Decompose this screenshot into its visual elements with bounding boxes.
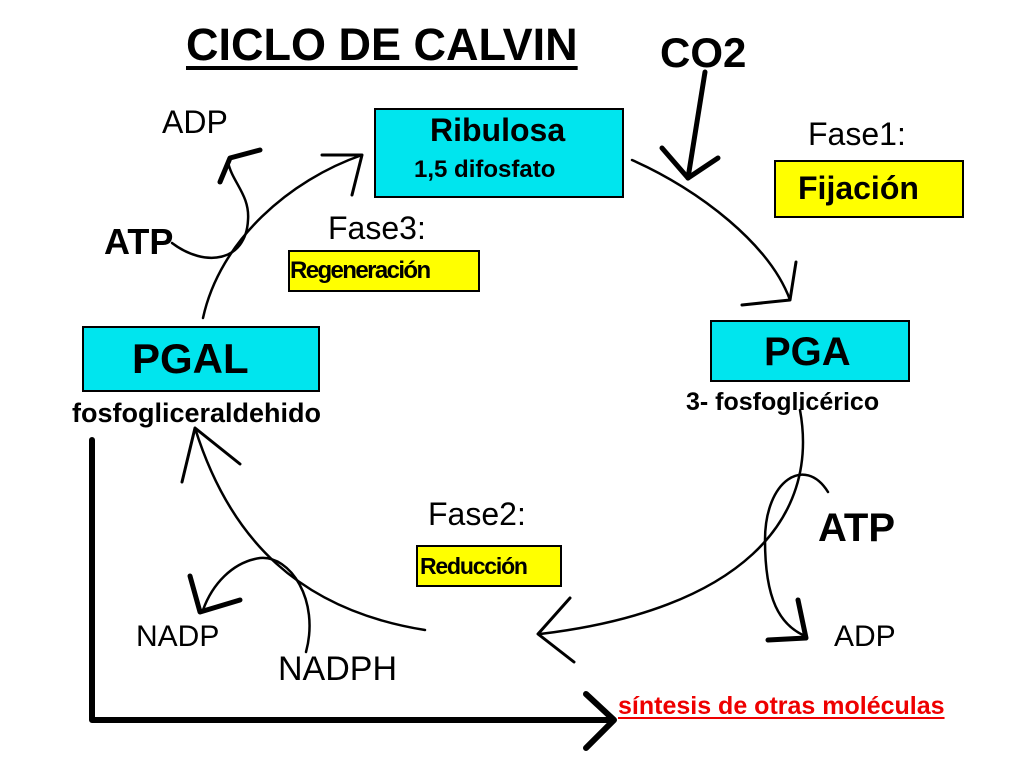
pga-name: PGA [764, 330, 851, 374]
arrow-atp-adp-right [763, 473, 830, 638]
fase3-box: Regeneración [288, 250, 480, 292]
nadp-label: NADP [136, 620, 220, 653]
arrowhead-output [583, 691, 617, 751]
adp-left-label: ADP [162, 104, 228, 140]
fase3-label: Fase3: [328, 210, 426, 246]
atp-right-label: ATP [818, 506, 896, 550]
pga-detail: 3- fosfoglicérico [686, 388, 880, 416]
pgal-detail: fosfogliceraldehido [72, 398, 322, 428]
fase1-label: Fase1: [808, 116, 906, 152]
atp-left-label: ATP [104, 221, 174, 262]
arrowhead-reduccion [536, 596, 576, 664]
arrowhead-pga [740, 260, 798, 307]
arrowhead-pgal [180, 426, 242, 484]
pga-box: PGA [710, 320, 910, 382]
pgal-box: PGAL [82, 326, 320, 392]
arrow-co2-input [685, 69, 708, 181]
fase2-name: Reducción [420, 553, 528, 579]
arrow-output [89, 437, 615, 723]
fase1-box: Fijación [774, 160, 964, 218]
arrowhead-ribulosa [320, 153, 364, 197]
ribulosa-name: Ribulosa [430, 112, 566, 148]
arrow-nadph-nadp [201, 556, 311, 654]
ribulosa-detail: 1,5 difosfato [414, 156, 556, 183]
output-synthesis-label: síntesis de otras moléculas [618, 692, 945, 720]
fase1-name: Fijación [798, 170, 919, 206]
adp-right-label: ADP [834, 620, 896, 653]
nadph-label: NADPH [278, 650, 398, 688]
arrow-ribulosa-to-pga [630, 158, 792, 302]
fase3-name: Regeneración [290, 257, 431, 284]
arrowhead-adp-left [217, 147, 263, 185]
diagram-title: CICLO DE CALVIN [186, 19, 578, 70]
arrow-atp-adp-left [170, 160, 250, 259]
pgal-name: PGAL [132, 335, 249, 382]
arrowhead-adp-right [765, 597, 809, 643]
arrow-pga-to-reduccion [538, 408, 805, 636]
fase2-label: Fase2: [428, 496, 526, 532]
arrowhead-nadp [187, 573, 243, 615]
arrow-reduccion-to-pgal [193, 426, 427, 632]
ribulosa-box: Ribulosa 1,5 difosfato [374, 108, 624, 198]
fase2-box: Reducción [416, 545, 562, 587]
co2-label: CO2 [660, 29, 747, 76]
arrowhead-co2 [659, 145, 721, 181]
arrow-pgal-to-ribulosa [201, 153, 364, 320]
